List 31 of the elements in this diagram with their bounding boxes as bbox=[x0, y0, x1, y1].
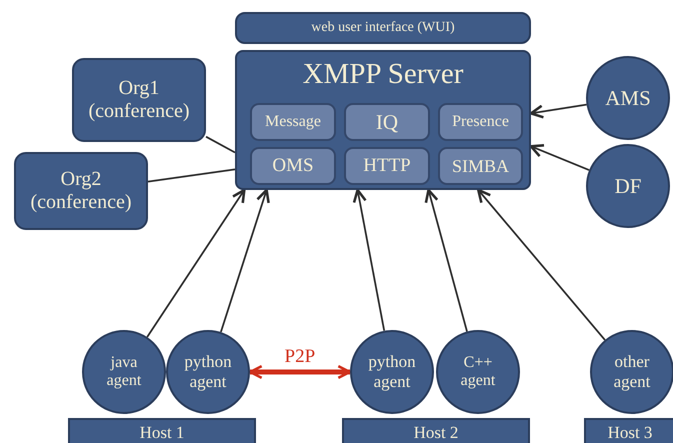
server-title: XMPP Server bbox=[302, 58, 464, 92]
arrow bbox=[530, 104, 587, 119]
agent-circle: python agent bbox=[166, 330, 250, 414]
protocol-box: Presence bbox=[438, 103, 523, 141]
protocol-box: HTTP bbox=[344, 147, 430, 185]
agent-circle: C++ agent bbox=[436, 330, 520, 414]
arrow bbox=[530, 144, 590, 171]
server-panel bbox=[235, 50, 531, 190]
arrow bbox=[146, 188, 246, 338]
host-bar: Host 1 bbox=[68, 418, 256, 443]
arrow bbox=[477, 188, 606, 340]
interface-bar: web user interface (WUI) bbox=[235, 12, 531, 44]
arrow bbox=[220, 188, 270, 332]
callout-bubble: Org2 (conference) bbox=[14, 152, 148, 230]
service-circle: DF bbox=[586, 144, 670, 228]
protocol-box: OMS bbox=[250, 147, 336, 185]
arrow bbox=[352, 188, 386, 331]
callout-tail bbox=[206, 136, 236, 154]
host-bar: Host 3 bbox=[584, 418, 673, 443]
callout-tail bbox=[148, 168, 236, 182]
agent-circle: python agent bbox=[350, 330, 434, 414]
agent-circle: java agent bbox=[82, 330, 166, 414]
callout-bubble: Org1 (conference) bbox=[72, 58, 206, 142]
double-arrow bbox=[248, 364, 352, 380]
protocol-box: SIMBA bbox=[438, 147, 523, 185]
service-circle: AMS bbox=[586, 56, 670, 140]
protocol-box: IQ bbox=[344, 103, 430, 141]
arrow bbox=[424, 188, 468, 332]
agent-circle: other agent bbox=[590, 330, 673, 414]
host-bar: Host 2 bbox=[342, 418, 530, 443]
protocol-box: Message bbox=[250, 103, 336, 141]
